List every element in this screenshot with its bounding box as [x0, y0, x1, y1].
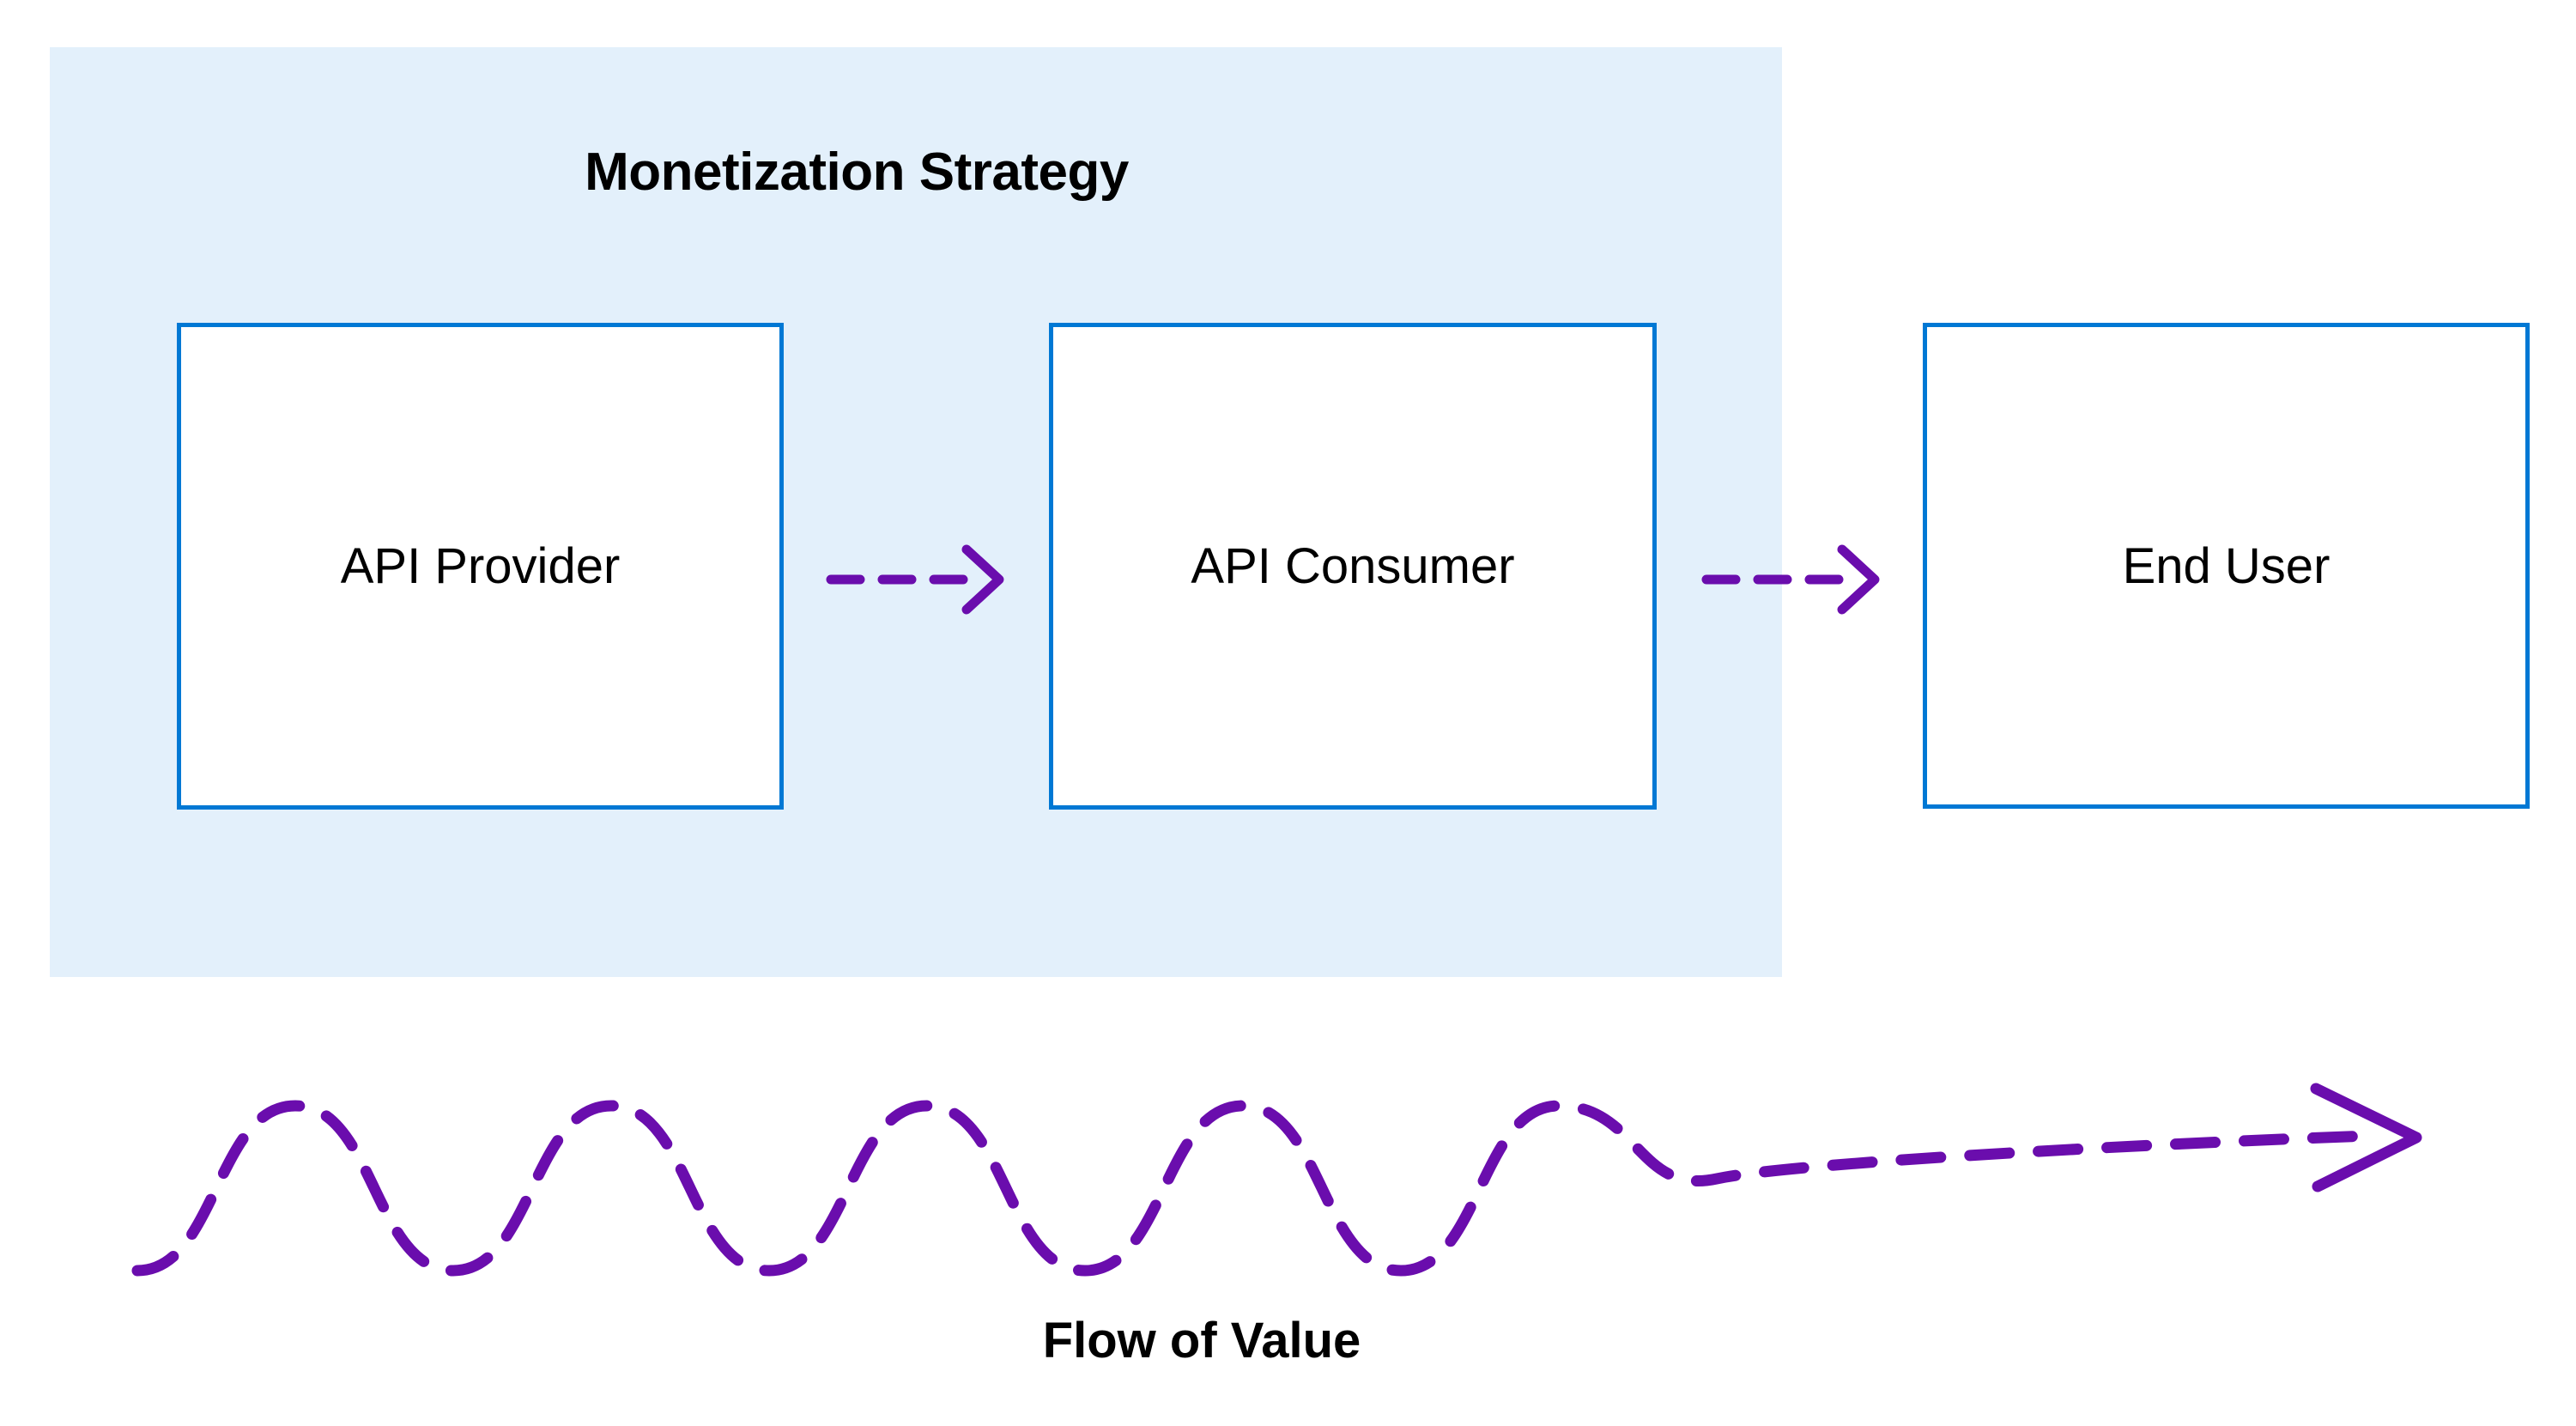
- flow-wave-line: [131, 1100, 2375, 1277]
- flow-of-value-wave: [131, 1083, 2422, 1277]
- panel-title: Monetization Strategy: [585, 143, 1129, 202]
- flow-arrowhead-icon: [2310, 1083, 2422, 1192]
- node-end-user[interactable]: End User: [1923, 323, 2530, 809]
- node-api-provider-label: API Provider: [340, 538, 621, 594]
- node-api-consumer[interactable]: API Consumer: [1049, 323, 1657, 810]
- arrowhead-icon: [1837, 544, 1880, 615]
- node-api-provider[interactable]: API Provider: [177, 323, 784, 810]
- flow-of-value-caption: Flow of Value: [1042, 1313, 1361, 1368]
- node-end-user-label: End User: [2122, 537, 2331, 594]
- node-api-consumer-label: API Consumer: [1191, 538, 1515, 594]
